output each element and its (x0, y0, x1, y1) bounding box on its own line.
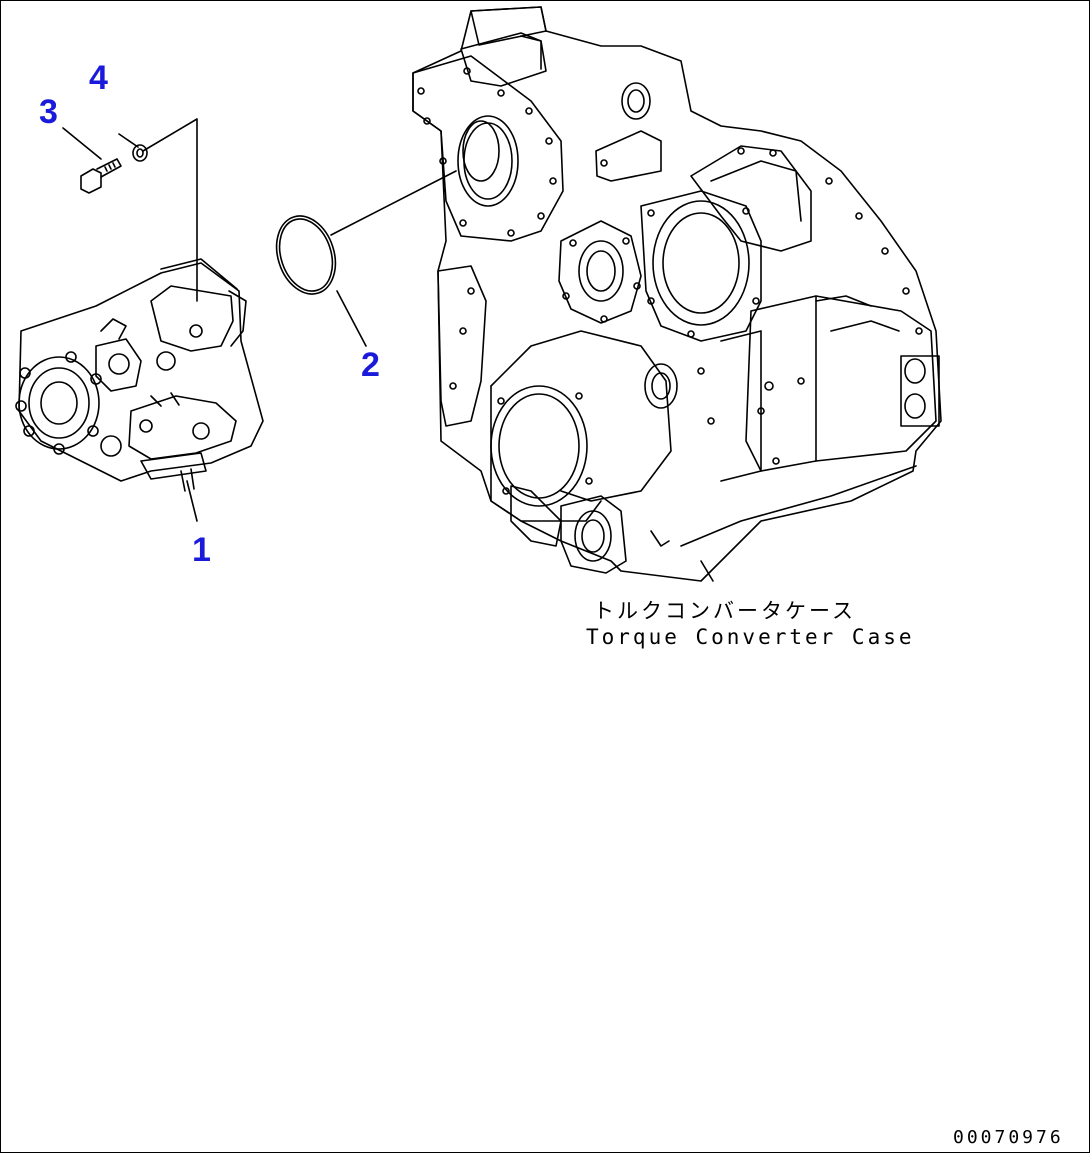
callout-part-1: 1 (192, 531, 211, 569)
pump-assembly-part1 (15, 258, 264, 492)
leader-line-bracket (142, 118, 198, 302)
callout-part-4: 4 (89, 59, 108, 97)
leader-line-part4 (118, 133, 139, 148)
leader-line-part1 (186, 480, 198, 522)
o-ring-part2 (275, 215, 337, 295)
leader-line-gasket (330, 170, 457, 236)
callout-part-2: 2 (361, 346, 380, 384)
torque-converter-case (412, 6, 942, 582)
bolt-part3 (80, 158, 122, 194)
callout-part-3: 3 (39, 93, 58, 131)
drawing-number: 00070976 (953, 1127, 1064, 1148)
washer-part4 (132, 144, 148, 162)
leader-line-part2 (336, 290, 367, 347)
leader-lines (62, 118, 457, 522)
caption-english: Torque Converter Case (586, 625, 915, 649)
caption-japanese: トルクコンバータケース (593, 599, 856, 623)
leader-line-part3 (62, 127, 102, 160)
